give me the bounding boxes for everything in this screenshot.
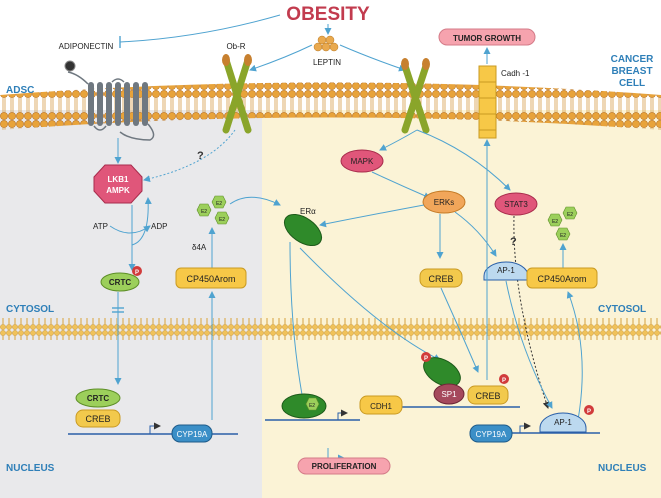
era-e2-complex: E2 bbox=[281, 393, 327, 419]
ap1-nucleus-node: AP-1 P bbox=[539, 405, 594, 433]
page-title: OBESITY bbox=[286, 4, 370, 25]
region-label-cancer-1: CANCER bbox=[611, 54, 655, 65]
cadherin-icon bbox=[478, 65, 497, 139]
svg-text:CREB: CREB bbox=[428, 274, 453, 284]
obr-receptor-right bbox=[401, 58, 430, 134]
svg-text:E2: E2 bbox=[216, 201, 222, 207]
svg-text:AMPK: AMPK bbox=[106, 186, 130, 195]
svg-text:CP450Arom: CP450Arom bbox=[186, 274, 235, 284]
svg-text:SP1: SP1 bbox=[441, 390, 457, 399]
cdh1-node: CDH1 bbox=[359, 395, 403, 415]
era-sp1-complex: P bbox=[421, 352, 461, 387]
region-label-cancer-2: BREAST bbox=[611, 66, 652, 77]
svg-text:P: P bbox=[502, 378, 506, 384]
svg-text:AP-1: AP-1 bbox=[497, 266, 515, 275]
svg-text:AP-1: AP-1 bbox=[554, 418, 572, 427]
e2-molecules-left: E2 E2 E2 bbox=[196, 195, 230, 225]
svg-text:P: P bbox=[135, 270, 139, 276]
crtc-nucleus-node: CRTC bbox=[75, 388, 121, 408]
arrow-leptin-obr-left bbox=[249, 44, 313, 72]
proliferation-box: PROLIFERATION bbox=[297, 457, 391, 475]
cp450arom-left-node: CP450Arom bbox=[175, 267, 247, 289]
svg-text:CREB: CREB bbox=[475, 391, 500, 401]
cyp19a-left-node: CYP19A bbox=[171, 424, 213, 443]
era-node bbox=[283, 213, 323, 247]
tumor-growth-box: TUMOR GROWTH bbox=[438, 28, 536, 46]
region-label-cytosol-left: CYTOSOL bbox=[6, 304, 54, 315]
region-label-nucleus-left: NUCLEUS bbox=[6, 463, 55, 474]
adiponectin-icon bbox=[64, 60, 76, 72]
adp-label: ADP bbox=[151, 222, 167, 231]
creb-left-node: CREB bbox=[75, 409, 121, 428]
svg-text:LKB1: LKB1 bbox=[108, 175, 129, 184]
erks-node: ERKs bbox=[422, 190, 466, 214]
creb-cytosol-node: CREB bbox=[419, 268, 463, 288]
d4a-label: δ4A bbox=[192, 243, 207, 252]
lkb1-ampk-node: LKB1 AMPK bbox=[93, 164, 143, 204]
nuclear-membrane bbox=[0, 318, 661, 340]
arrow-obesity-adiponectin bbox=[119, 14, 281, 43]
svg-text:STAT3: STAT3 bbox=[504, 200, 528, 209]
svg-text:CRTC: CRTC bbox=[87, 394, 109, 403]
svg-text:CYP19A: CYP19A bbox=[476, 430, 507, 439]
proliferation-label: PROLIFERATION bbox=[312, 462, 377, 471]
svg-text:ERKs: ERKs bbox=[434, 198, 454, 207]
crtc-cytosol-node: CRTC P bbox=[100, 266, 142, 292]
region-label-adsc: ADSC bbox=[6, 85, 34, 96]
cyp19a-right-node: CYP19A bbox=[469, 424, 513, 443]
svg-text:CYP19A: CYP19A bbox=[177, 430, 208, 439]
mapk-node: MAPK bbox=[340, 149, 384, 173]
svg-text:E2: E2 bbox=[201, 209, 207, 215]
leptin-icon bbox=[313, 35, 339, 52]
stat3-node: STAT3 bbox=[494, 192, 538, 216]
svg-text:E2: E2 bbox=[309, 403, 315, 409]
svg-text:CP450Arom: CP450Arom bbox=[537, 274, 586, 284]
svg-text:E2: E2 bbox=[219, 217, 225, 223]
adiponectin-label: ADIPONECTIN bbox=[59, 42, 114, 51]
svg-text:MAPK: MAPK bbox=[351, 157, 374, 166]
obr-receptor-left bbox=[222, 54, 252, 134]
creb-nucleus-node: CREB P bbox=[467, 374, 509, 405]
question-mark-1: ? bbox=[197, 150, 204, 162]
leptin-label: LEPTIN bbox=[313, 58, 341, 67]
obr-label: Ob-R bbox=[226, 42, 245, 51]
region-label-nucleus-right: NUCLEUS bbox=[598, 463, 647, 474]
e2-molecules-right: E2 E2 E2 bbox=[547, 206, 578, 241]
era-label: ERα bbox=[300, 207, 316, 216]
adiponectin-receptor-icon bbox=[67, 71, 155, 141]
arrow-leptin-obr-right bbox=[339, 44, 406, 72]
svg-text:P: P bbox=[424, 356, 428, 362]
cadh-label: Cadh -1 bbox=[501, 69, 530, 78]
region-label-cytosol-right: CYTOSOL bbox=[598, 304, 646, 315]
svg-text:E2: E2 bbox=[567, 212, 573, 218]
svg-text:CRTC: CRTC bbox=[109, 278, 131, 287]
svg-text:E2: E2 bbox=[560, 233, 566, 239]
svg-text:CREB: CREB bbox=[85, 414, 110, 424]
sp1-node: SP1 bbox=[433, 383, 465, 405]
svg-text:E2: E2 bbox=[552, 219, 558, 225]
question-mark-2: ? bbox=[510, 236, 517, 248]
svg-text:P: P bbox=[587, 409, 591, 415]
atp-label: ATP bbox=[93, 222, 108, 231]
tumor-growth-label: TUMOR GROWTH bbox=[453, 34, 521, 43]
cp450arom-right-node: CP450Arom bbox=[526, 267, 598, 289]
svg-text:CDH1: CDH1 bbox=[370, 402, 392, 411]
region-label-cancer-3: CELL bbox=[619, 78, 645, 89]
